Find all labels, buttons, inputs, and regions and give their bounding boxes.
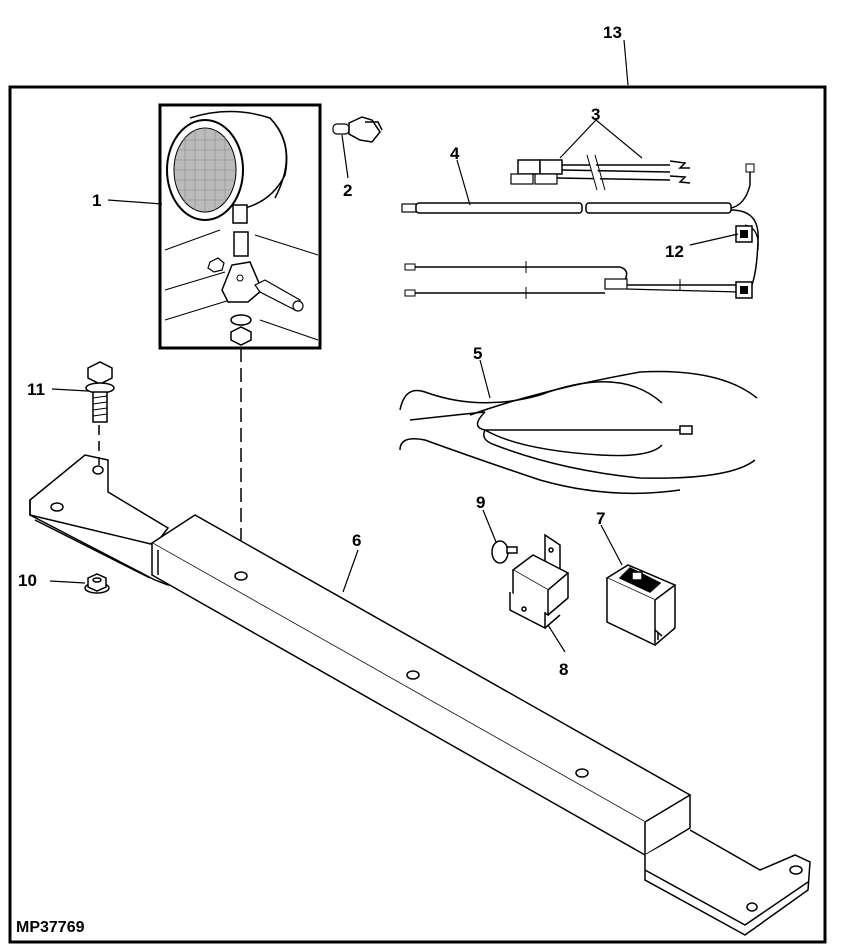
callout-13: 13 [603, 23, 622, 42]
callout-4: 4 [450, 144, 460, 163]
callout-12: 12 [665, 242, 684, 261]
rocker-switch-icon [605, 564, 677, 647]
kit-frame [8, 85, 827, 944]
callout-8: 8 [559, 660, 568, 679]
callout-6: 6 [352, 531, 361, 550]
callout-1: 1 [92, 191, 101, 210]
flange-nut-icon [84, 573, 110, 594]
main-harness-icon [401, 163, 759, 299]
wire-lead-icon [399, 370, 758, 495]
leader-lines [49, 39, 739, 653]
flange-bolt-icon [85, 361, 115, 423]
rivet-icon [491, 540, 518, 564]
callout-11: 11 [27, 380, 45, 399]
harness-connector-icon [735, 225, 753, 299]
relay-icon [509, 533, 570, 630]
callout-5: 5 [473, 344, 482, 363]
bulb-socket-icon [332, 116, 383, 143]
callout-3: 3 [591, 105, 600, 124]
work-light-icon [158, 103, 322, 350]
figure-id: MP37769 [16, 919, 85, 936]
callout-10: 10 [18, 571, 37, 590]
callout-2: 2 [343, 181, 352, 200]
callout-9: 9 [476, 493, 485, 512]
connector-pair-icon [510, 154, 691, 191]
mounting-bracket-icon [29, 454, 811, 936]
callout-7: 7 [596, 509, 605, 528]
